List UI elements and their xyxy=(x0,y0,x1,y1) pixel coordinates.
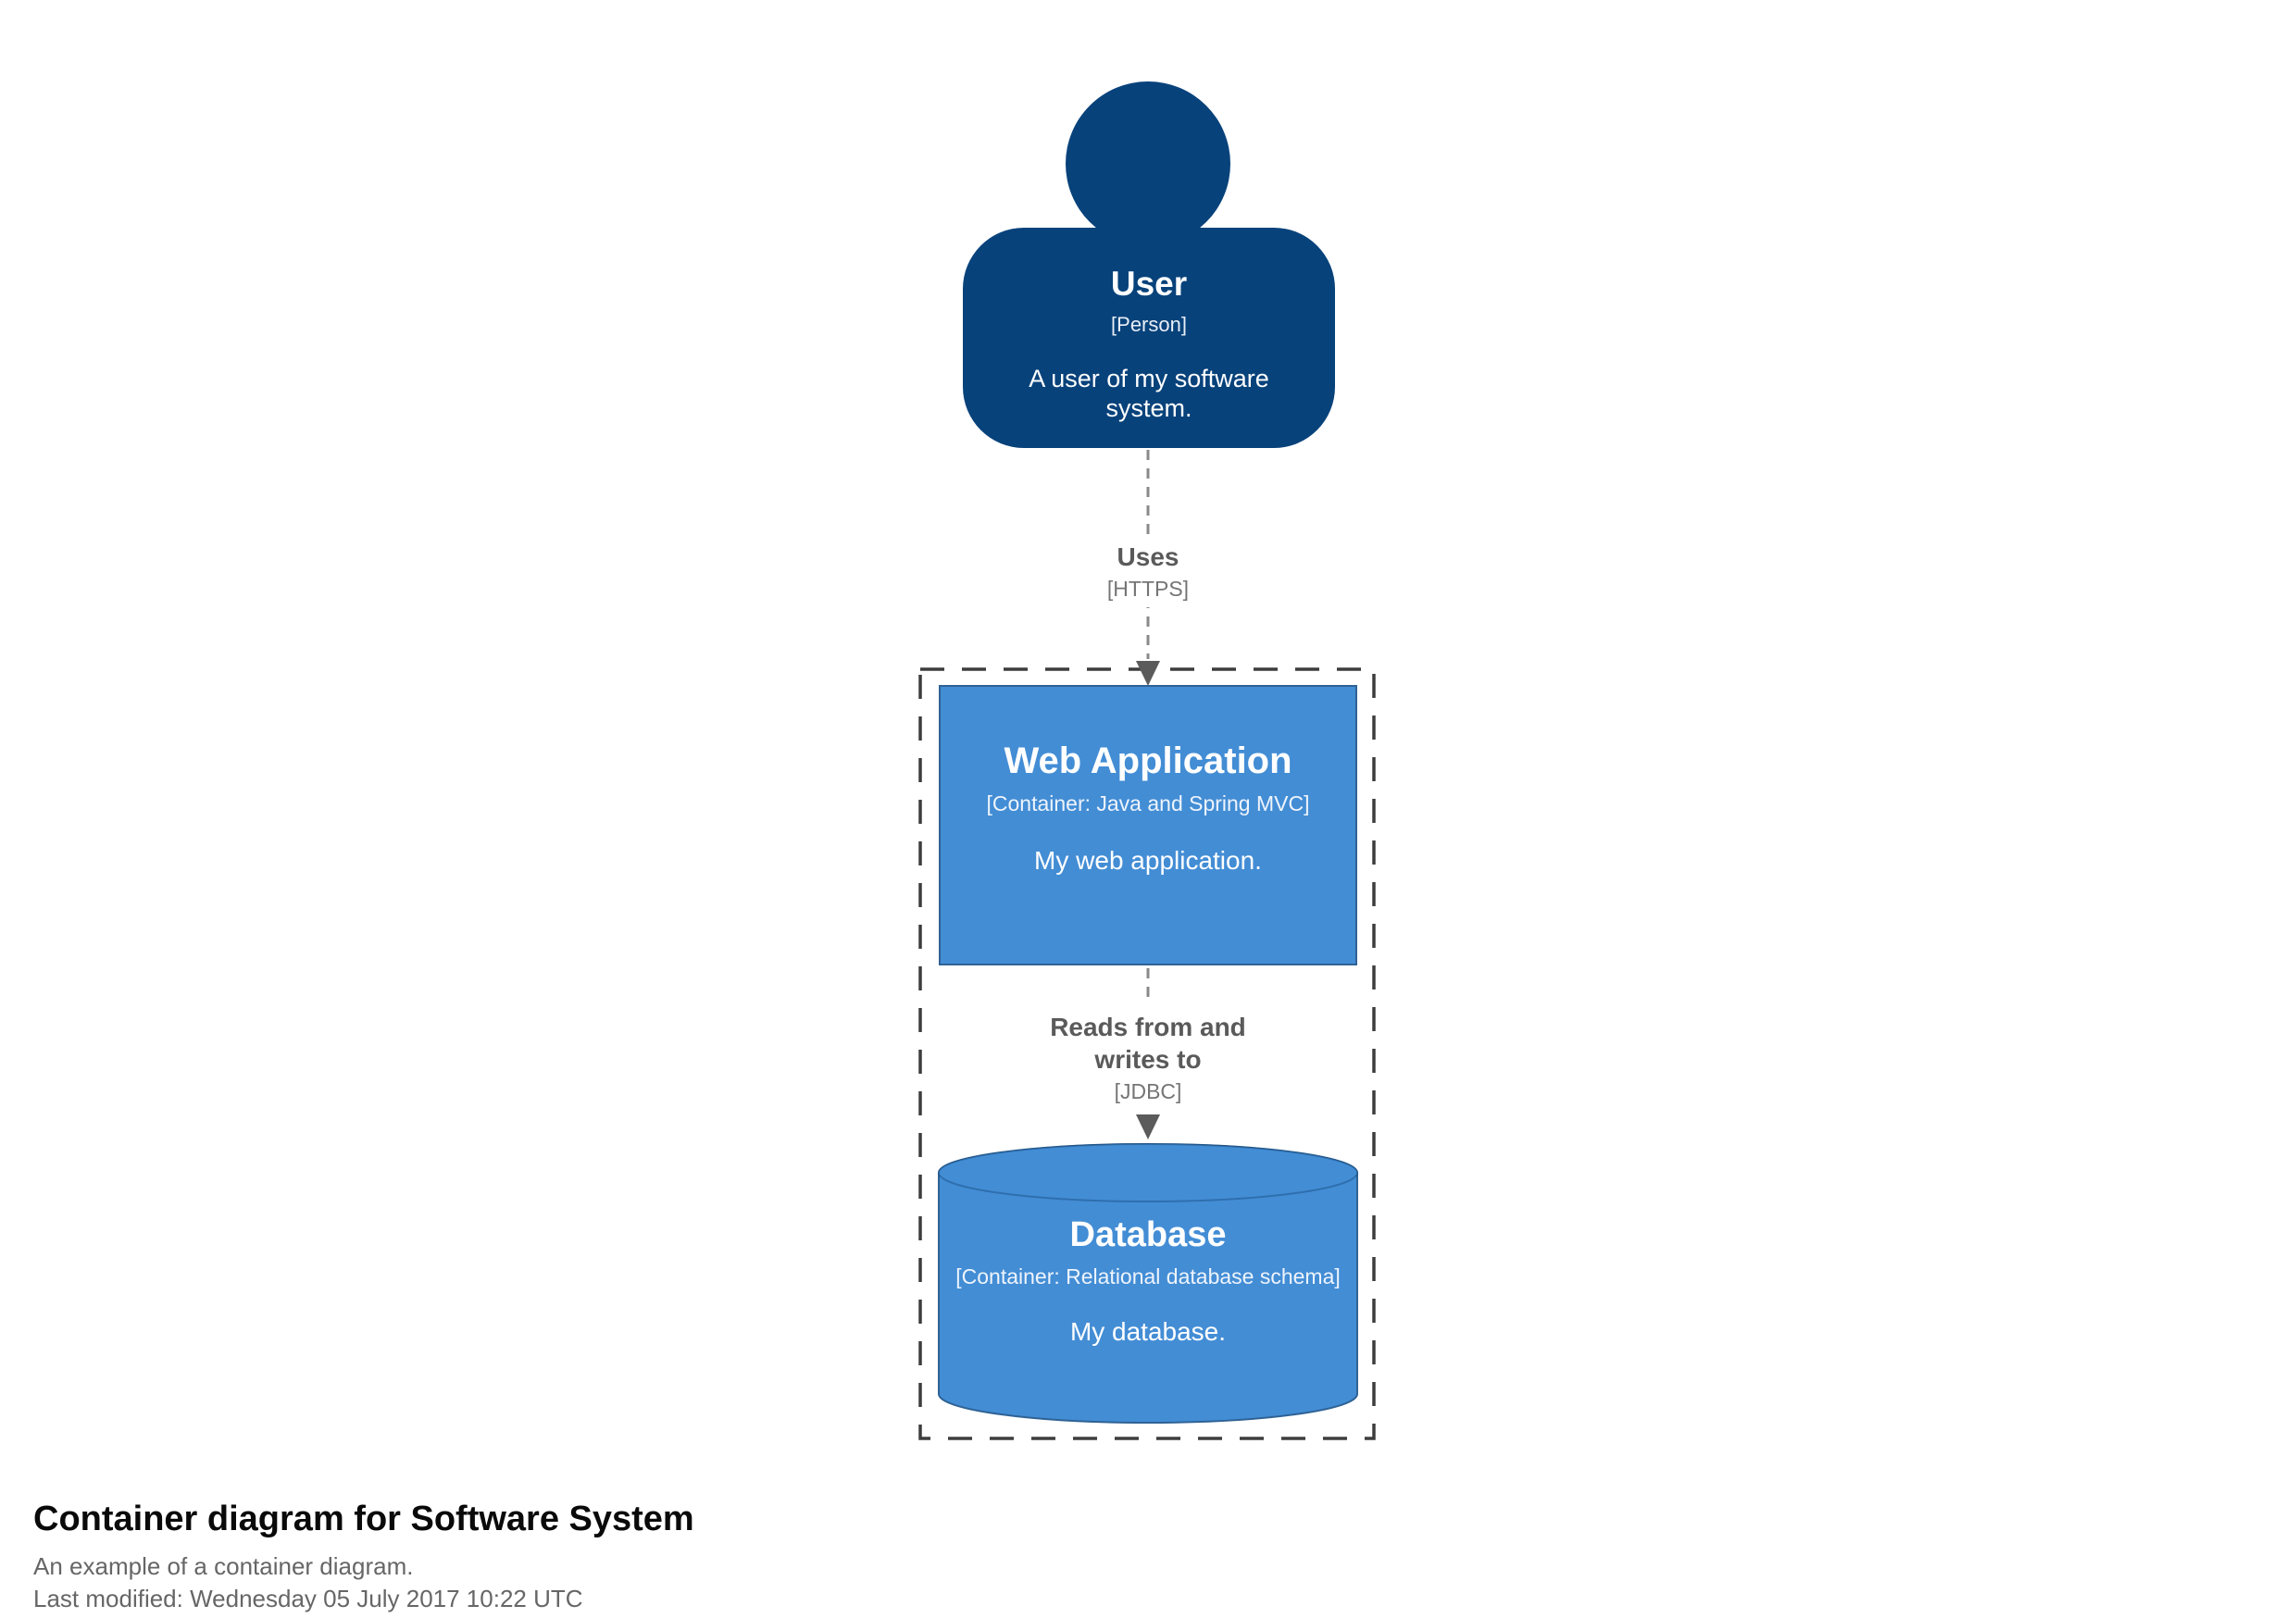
relationship-uses-arrowhead xyxy=(1136,661,1160,686)
database-description: My database. xyxy=(1069,1317,1227,1346)
relationship-uses-technology: [HTTPS] xyxy=(1106,577,1190,601)
web-application-name: Web Application xyxy=(1004,740,1292,781)
person-meta: [Person] xyxy=(1111,313,1187,337)
web-application-description: My web application. xyxy=(1034,845,1262,875)
diagram-footer: Container diagram for Software System An… xyxy=(33,1500,694,1613)
database-meta: [Container: Relational database schema] xyxy=(955,1264,1341,1288)
web-application-meta: [Container: Java and Spring MVC] xyxy=(986,790,1310,815)
relationship-uses-label[interactable]: Uses [HTTPS] xyxy=(1009,535,1287,607)
person-description: A user of my software system. xyxy=(1029,365,1269,422)
person-head-icon xyxy=(1066,81,1230,246)
database-name: Database xyxy=(1069,1215,1227,1254)
relationship-reads-label[interactable]: Reads from and writes to [JDBC] xyxy=(1009,1005,1287,1110)
relationship-uses-text: Uses xyxy=(1117,542,1179,571)
diagram-title: Container diagram for Software System xyxy=(33,1500,694,1538)
relationship-reads-text: Reads from and writes to xyxy=(1050,1013,1246,1074)
container-database[interactable]: Database [Container: Relational database… xyxy=(938,1143,1358,1424)
relationship-reads-arrowhead xyxy=(1136,1114,1160,1139)
person-name: User xyxy=(1110,265,1188,304)
container-web-application[interactable]: Web Application [Container: Java and Spr… xyxy=(939,685,1357,965)
person-user[interactable]: User [Person] A user of my software syst… xyxy=(963,228,1335,448)
relationship-reads-technology: [JDBC] xyxy=(1114,1079,1182,1103)
diagram-last-modified: Last modified: Wednesday 05 July 2017 10… xyxy=(33,1585,583,1612)
database-cylinder-icon xyxy=(938,1143,1358,1424)
diagram-subtitle: An example of a container diagram. xyxy=(33,1552,414,1580)
